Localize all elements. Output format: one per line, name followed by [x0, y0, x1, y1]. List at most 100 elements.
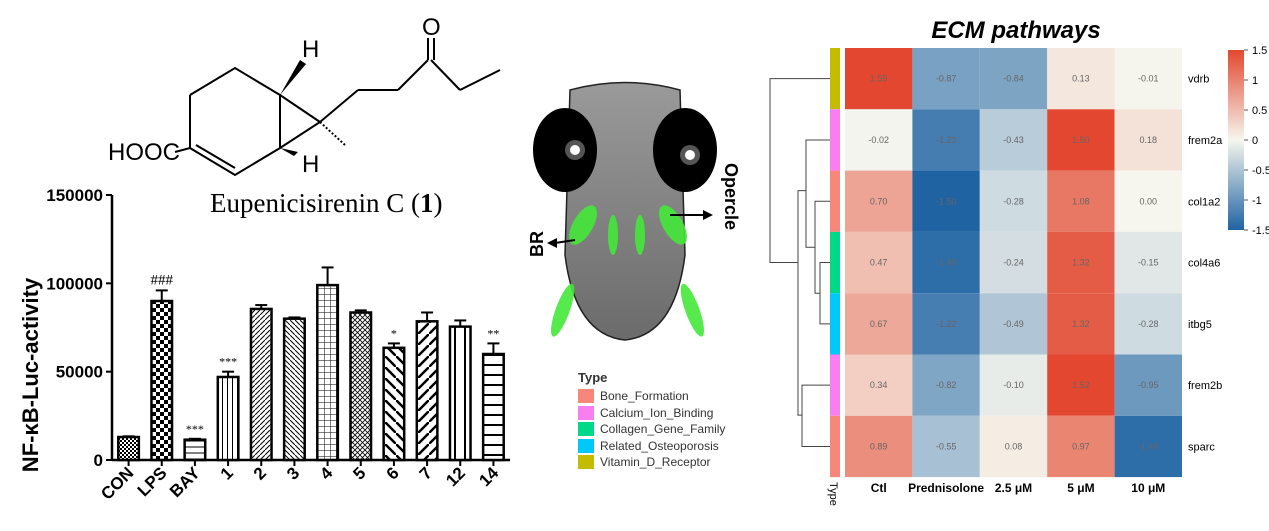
legend-swatch: [578, 422, 594, 437]
bar-3: [282, 317, 306, 462]
heatmap-cell: [1114, 415, 1182, 478]
cell-value: 1.32: [1072, 258, 1090, 268]
cell-value: 0.89: [870, 441, 888, 451]
heatmap-cell: [979, 293, 1048, 355]
cell-value: 0.08: [1005, 441, 1023, 451]
bar-5: [349, 311, 373, 462]
x-tick-label: 2: [250, 463, 270, 483]
cell-value: 1.32: [1072, 319, 1090, 329]
legend-label: Related_Osteoporosis: [600, 438, 719, 453]
cell-value: 1.50: [1072, 135, 1090, 145]
cell-value: 1.08: [1072, 196, 1090, 206]
bar-1: [216, 375, 240, 462]
cell-value: -1.50: [936, 196, 957, 206]
heatmap-cell: [1114, 170, 1182, 232]
column-label: 5 μM: [1067, 481, 1094, 495]
cell-value: -0.10: [1003, 380, 1024, 390]
significance-label: ###: [151, 272, 174, 288]
dendrogram-branch: [801, 384, 830, 447]
y-tick-label: 0: [94, 451, 103, 470]
bar-BAY: [183, 438, 207, 462]
cell-value: -0.84: [1003, 74, 1024, 84]
x-tick-label: CON: [97, 463, 137, 503]
cell-value: 0.67: [870, 319, 888, 329]
heatmap-cell: [845, 415, 913, 478]
cell-value: -0.82: [936, 380, 957, 390]
row-label: col1a2: [1188, 196, 1220, 208]
heatmap-cell: [845, 231, 913, 294]
cell-value: -0.28: [1003, 196, 1024, 206]
oxygen-label: O: [422, 14, 441, 41]
y-axis-label: NF-κB-Luc-activity: [18, 277, 43, 472]
cell-value: -1.23: [936, 135, 957, 145]
heatmap-cell: [845, 293, 913, 355]
row-dendrogram: [769, 78, 830, 447]
colorbar-tick-label: 0.5: [1252, 105, 1267, 117]
column-label: 2.5 μM: [995, 481, 1032, 495]
cell-value: -0.02: [868, 135, 889, 145]
type-annotation-cell: [830, 354, 840, 416]
legend-label: Collagen_Gene_Family: [600, 422, 726, 437]
column-label: Prednisolone: [908, 481, 984, 495]
significance-label: *: [391, 326, 397, 340]
legend-title: Type: [578, 370, 608, 385]
type-axis-label: Type: [827, 482, 839, 506]
bar-6: [382, 346, 406, 462]
legend-label: Calcium_Ion_Binding: [600, 405, 714, 420]
colorbar-tick-label: -1.5: [1252, 225, 1269, 237]
cell-value: -0.49: [1003, 319, 1024, 329]
legend-item: Related_Osteoporosis: [578, 438, 725, 455]
heatmap-cell: [1114, 231, 1182, 294]
heatmap-cell: [979, 231, 1048, 294]
cell-value: -1.40: [936, 258, 957, 268]
cell-value: 0.00: [1140, 196, 1158, 206]
cell-value: -0.95: [1138, 380, 1159, 390]
cell-value: -0.55: [936, 441, 957, 451]
heatmap-cell: [912, 109, 980, 171]
heatmap-cell: [1114, 293, 1182, 355]
bar-chart: NF-κB-Luc-activity 050000100000150000CON…: [18, 186, 510, 504]
x-tick-label: 5: [349, 463, 369, 483]
h-bottom-label: H: [302, 151, 319, 178]
legend-item: Vitamin_D_Receptor: [578, 454, 725, 471]
cell-value: -0.15: [1138, 258, 1159, 268]
x-tick-label: 3: [283, 463, 303, 483]
heatmap-cell: [1114, 354, 1182, 416]
legend-label: Vitamin_D_Receptor: [600, 455, 711, 470]
heatmap-cell: [979, 415, 1048, 478]
bar-4: [316, 283, 340, 462]
heatmap-cell: [1047, 415, 1115, 478]
br-label: BR: [527, 231, 547, 257]
legend-label: Bone_Formation: [600, 389, 689, 404]
row-label: sparc: [1188, 441, 1215, 453]
cell-value: -0.01: [1138, 74, 1159, 84]
type-annotation-cell: [830, 231, 840, 294]
legend-swatch: [578, 389, 594, 404]
legend-item: Calcium_Ion_Binding: [578, 405, 725, 422]
significance-label: ***: [186, 422, 204, 436]
heatmap-cell: [979, 354, 1048, 416]
x-tick-label: 6: [383, 463, 403, 483]
colorbar-tick-label: -0.5: [1252, 165, 1269, 177]
heatmap-cell: [912, 415, 980, 478]
heatmap-cell: [1114, 109, 1182, 171]
heatmap-cell: [912, 48, 980, 110]
x-tick-label: BAY: [166, 463, 204, 501]
compound-name: Eupenicisirenin C (1): [210, 188, 442, 218]
dendrogram-branch: [805, 139, 830, 248]
type-annotation-cell: [830, 293, 840, 355]
heatmap-cell: [979, 170, 1048, 232]
cell-value: -0.28: [1138, 319, 1159, 329]
dendrogram-branch: [814, 200, 830, 294]
heatmap-cell: [979, 48, 1048, 110]
legend-swatch: [578, 405, 594, 420]
zebrafish-diagram: BR Opercle: [527, 81, 740, 341]
heatmap-cell: [1047, 354, 1115, 416]
type-annotation-cell: [830, 415, 840, 478]
row-label: frem2b: [1188, 380, 1222, 392]
heatmap-cell: [912, 231, 980, 294]
colorbar-tick-label: -1: [1252, 195, 1262, 207]
colorbar-tick-label: 1.5: [1252, 45, 1267, 57]
